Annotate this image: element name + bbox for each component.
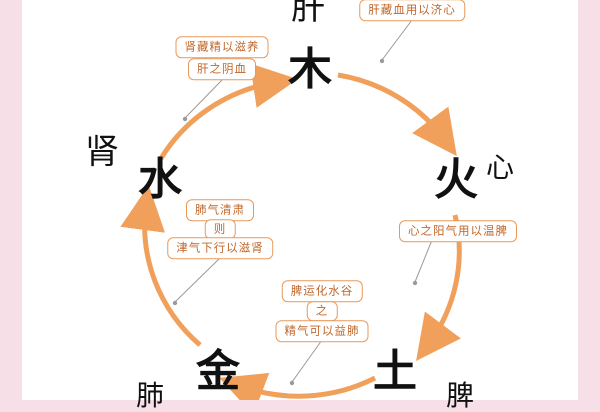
leader-liver-blood (381, 19, 413, 61)
cycle-arrow-wood-to-fire (337, 72, 457, 157)
note-spleen-connector: 之 (306, 301, 338, 321)
note-liver-yin: 肝之阴血 (188, 58, 256, 80)
cycle-arrow-water-to-wood (157, 63, 298, 162)
cycle-arrow-metal-to-water (120, 185, 202, 347)
leader-spleen-lung (291, 339, 323, 383)
organ-lung: 肺 (135, 379, 165, 412)
note-lung-connector: 则 (204, 219, 236, 239)
organ-heart: 心 (485, 151, 515, 184)
leader-kidney-liver (184, 79, 223, 119)
leader-dot-kidney-liver (182, 116, 188, 122)
organ-kidney: 肾 (85, 132, 119, 172)
note-fluid-kidney: 津气下行以滋肾 (167, 237, 273, 259)
note-liver-blood: 肝藏血用以济心 (359, 0, 465, 21)
leader-heart-yang (414, 239, 433, 283)
element-earth: 土 (373, 346, 417, 397)
organ-spleen: 脾 (445, 379, 475, 412)
element-water: 水 (138, 154, 182, 205)
note-spleen-transform: 脾运化水谷 (281, 280, 363, 302)
leader-lung-kidney (174, 257, 221, 303)
leader-dot-liver-blood (379, 58, 385, 64)
leader-dot-heart-yang (412, 280, 418, 286)
cycle-arrow-earth-to-metal (219, 372, 377, 400)
element-wood: 木 (288, 44, 332, 95)
note-kidney-essence: 肾藏精以滋养 (175, 36, 269, 58)
element-fire: 火 (434, 154, 478, 205)
leader-dot-lung-kidney (172, 300, 178, 306)
leader-dot-spleen-lung (289, 380, 295, 386)
organ-liver: 肝 (291, 0, 325, 28)
note-essence-lung: 精气可以益肺 (275, 320, 369, 342)
note-lung-qi: 肺气清肃 (186, 199, 254, 221)
element-metal: 金 (196, 346, 240, 397)
note-heart-yang: 心之阳气用以温脾 (399, 220, 517, 242)
